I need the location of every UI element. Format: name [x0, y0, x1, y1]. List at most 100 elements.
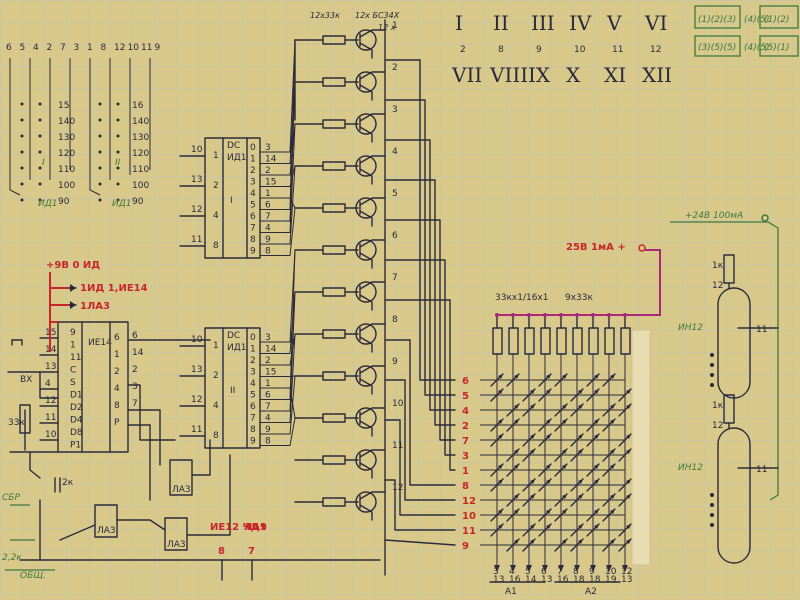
power-label-la3: 1ЛА3: [80, 301, 110, 312]
bottom-labels: ИЕ12 ЧД1 ЛА9 8 7 СБР ОБЩ. 2,2к: [2, 493, 267, 581]
pin-header-cell: 1: [87, 43, 93, 53]
counter-name: ИЕ14: [88, 338, 112, 348]
pin-header-cell: 6: [6, 43, 12, 53]
table-label-ii: II: [115, 158, 121, 168]
gate-3: [164, 517, 188, 551]
transistor: [355, 323, 377, 345]
pin-row-right: 16: [132, 101, 144, 111]
pin-header-cell: 3: [74, 43, 80, 53]
matrix-col-bottom: 13: [493, 575, 504, 585]
matrix-row-label: 5: [462, 391, 469, 402]
decoder-output: 5: [250, 201, 256, 211]
decoder-output: 4: [250, 189, 256, 199]
decoder-input-pin: 11: [191, 425, 202, 435]
decoder-output: 5: [250, 391, 256, 401]
pin-header-cell: 4: [33, 43, 39, 53]
decoder-input: 8: [213, 431, 219, 441]
decoder-output: 6: [250, 402, 256, 412]
decoder-dc-label: DC: [227, 141, 240, 151]
matrix-col-bottom: 18: [589, 575, 601, 585]
decoder-output-pin: 15: [265, 178, 276, 188]
pin-header-cell: 9: [155, 43, 161, 53]
table-label-i: I: [42, 158, 45, 168]
counter-chip-pin: 13: [45, 362, 56, 372]
transistor: [355, 491, 377, 513]
decoder-input: 1: [213, 151, 219, 161]
pin-header-cell: 10: [128, 43, 140, 53]
roman-glyph-bottom: VIII: [489, 63, 528, 87]
pin-row-left: 140: [58, 117, 75, 127]
roman-glyph-top: II: [493, 11, 509, 35]
decoder-dc-label: DC: [227, 331, 240, 341]
matrix-row-label: 8: [462, 481, 469, 492]
transistor: [355, 29, 377, 51]
transistor-column-number: 6: [392, 231, 398, 241]
transistor: [355, 71, 377, 93]
matrix-col-bottom: 19: [605, 575, 617, 585]
tube-resistor-value: 1к: [712, 261, 724, 271]
pin-header-cell: 2: [47, 43, 53, 53]
decoder-output-pin: 2: [265, 356, 271, 366]
pin-row-left: 130: [58, 133, 75, 143]
pin-header-cell: 11: [141, 43, 152, 53]
transistor-count-label: 12 x: [378, 23, 396, 32]
label-ie12: ИЕ12 ЧД1: [210, 522, 267, 533]
row-bus-wires: [384, 59, 456, 546]
decoder-output-pin: 6: [265, 391, 271, 401]
decoder-output-pin: 3: [265, 143, 271, 153]
counter-out-pin: 7: [132, 399, 138, 409]
bus-label-a1: A1: [505, 587, 517, 597]
pin-row-right: 110: [132, 165, 149, 175]
roman-number: 9: [536, 45, 542, 55]
decoder-input-pin: 12: [191, 205, 202, 215]
matrix-row-label: 1: [462, 466, 469, 477]
decoder-input: 2: [213, 371, 219, 381]
label-la3: ЛА9: [244, 522, 267, 533]
decoder-input: 2: [213, 181, 219, 191]
counter-chip-pin: 10: [45, 430, 57, 440]
roman-glyph-bottom: IX: [528, 63, 551, 87]
power-label-9v: +9В 0 ИД: [46, 260, 100, 271]
decoder-input-pin: 12: [191, 395, 202, 405]
decoder-output: 7: [250, 414, 256, 424]
tube-name: ИН12: [678, 323, 703, 333]
gate-1-label: ЛА3: [172, 485, 191, 495]
matrix-col-top: 4: [509, 567, 515, 577]
label-cap2: 2,2к: [2, 553, 22, 563]
roman-glyph-top: III: [531, 11, 555, 35]
decoder-output-pin: 7: [265, 402, 271, 412]
transistor: [355, 155, 377, 177]
decoder-output-pin: 9: [265, 425, 271, 435]
counter-pin-right: 1: [114, 350, 120, 360]
matrix-col-bottom: 14: [525, 575, 537, 585]
matrix-col-top: 8: [573, 567, 579, 577]
roman-number: 8: [498, 45, 504, 55]
counter-out-pin: 14: [132, 348, 144, 358]
matrix-col-top: 6: [541, 567, 547, 577]
tube-resistor-value: 1к: [712, 401, 724, 411]
matrix-col-top: 3: [493, 567, 499, 577]
counter-pin-right: 4: [114, 384, 120, 394]
transistor: [355, 365, 377, 387]
roman-glyph-top: I: [455, 11, 463, 35]
roman-glyph-bottom: VII: [451, 63, 482, 87]
input-resistor-value: 33к: [8, 418, 25, 428]
roman-glyph-top: IV: [569, 11, 592, 35]
decoder-output-pin: 3: [265, 333, 271, 343]
decoder-output-pin: 9: [265, 235, 271, 245]
matrix-col-top: 9: [589, 567, 595, 577]
input-resistor: [19, 404, 31, 434]
supply-label-24v: +24В 100мА: [685, 211, 743, 221]
matrix-col-top: 12: [621, 567, 632, 577]
decoder-name: ИД1: [227, 153, 247, 163]
matrix-col-bottom: 13: [541, 575, 552, 585]
pin-row-right: 130: [132, 133, 149, 143]
gate-1: [169, 459, 193, 496]
transistor-column-number: 1: [392, 21, 398, 31]
counter-out-pin: 6: [132, 331, 138, 341]
roman-number: 12: [650, 45, 661, 55]
